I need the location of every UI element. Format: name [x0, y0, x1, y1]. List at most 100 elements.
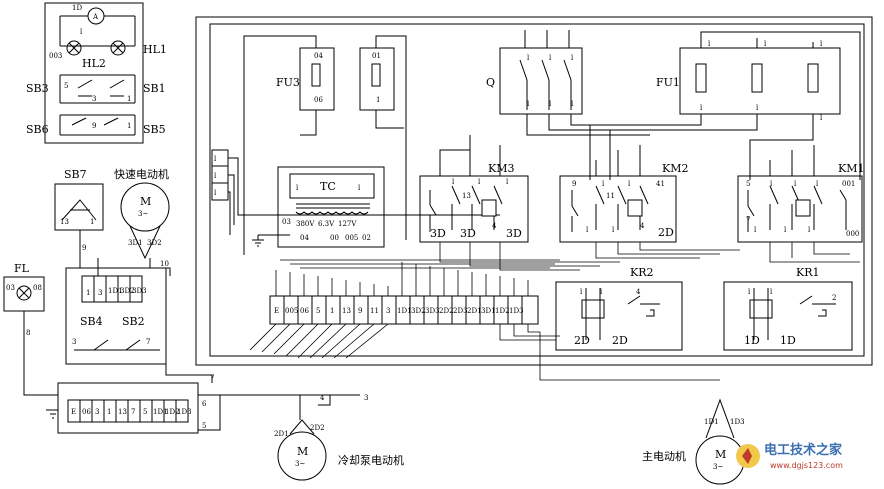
svg-text:1D1: 1D1: [704, 418, 719, 426]
svg-text:3: 3: [72, 338, 76, 346]
svg-text:04: 04: [300, 234, 309, 242]
svg-text:41: 41: [656, 180, 665, 188]
svg-text:2D: 2D: [612, 334, 628, 347]
svg-text:7: 7: [146, 338, 150, 346]
svg-text:l: l: [770, 288, 773, 296]
svg-text:E: E: [71, 408, 76, 416]
svg-text:2D2: 2D2: [439, 307, 454, 315]
watermark-brand: 电工技术之家: [764, 442, 843, 458]
q-label: Q: [486, 76, 495, 89]
svg-text:l: l: [527, 54, 530, 62]
km3-label: KM3: [488, 162, 514, 175]
sb3-label: SB3: [26, 82, 49, 95]
svg-text:l: l: [820, 114, 823, 122]
fast-motor-label: 快速电动机: [114, 167, 169, 181]
svg-text:1: 1: [127, 122, 131, 130]
main-motor-label: 主电动机: [642, 449, 686, 463]
svg-text:1: 1: [90, 218, 94, 226]
svg-text:2D1: 2D1: [274, 430, 289, 438]
pump-w3: 3: [364, 394, 368, 402]
svg-text:3D1: 3D1: [128, 239, 143, 247]
svg-text:005: 005: [285, 307, 298, 315]
svg-text:2D3: 2D3: [453, 307, 468, 315]
fu3-label: FU3: [276, 76, 300, 89]
svg-text:5: 5: [316, 307, 320, 315]
svg-text:380V: 380V: [296, 220, 315, 228]
svg-text:l: l: [612, 226, 615, 234]
svg-text:1D2: 1D2: [495, 307, 510, 315]
km2-label: KM2: [662, 162, 688, 175]
svg-text:00: 00: [330, 234, 339, 242]
svg-text:4: 4: [492, 222, 497, 230]
svg-text:1: 1: [107, 408, 111, 416]
fl-label: FL: [14, 262, 30, 275]
svg-text:2D1: 2D1: [467, 307, 482, 315]
fu3-w04: 04: [314, 52, 323, 60]
svg-text:3D: 3D: [460, 227, 476, 240]
fu3-w1: 1: [376, 96, 380, 104]
svg-text:l: l: [808, 226, 811, 234]
svg-text:l: l: [756, 104, 759, 112]
svg-text:13: 13: [462, 192, 471, 200]
fu3-fuse: FU3 04 06 01 1: [243, 35, 407, 255]
svg-text:1D1: 1D1: [108, 287, 123, 295]
sb1-label: SB1: [143, 82, 166, 95]
svg-text:7: 7: [131, 408, 135, 416]
svg-text:3D3: 3D3: [132, 287, 147, 295]
svg-text:005: 005: [345, 234, 358, 242]
svg-text:1D1: 1D1: [153, 408, 168, 416]
svg-text:1: 1: [86, 289, 90, 297]
sb6-label: SB6: [26, 123, 49, 136]
fu3-w06: 06: [314, 96, 323, 104]
svg-text:1D2: 1D2: [165, 408, 180, 416]
sb4-label: SB4: [80, 315, 103, 328]
sb2-label: SB2: [122, 315, 145, 328]
pump-w4: 4: [320, 394, 325, 402]
svg-text:l: l: [296, 184, 299, 192]
fu1-label: FU1: [656, 76, 680, 89]
fl-w8: 8: [26, 329, 30, 337]
pump-motor-label: 冷却泵电动机: [338, 453, 404, 467]
svg-text:3: 3: [386, 307, 390, 315]
pump-motor-phase: 3~: [295, 460, 305, 468]
svg-text:9: 9: [358, 307, 362, 315]
svg-text:13: 13: [342, 307, 351, 315]
hl2-label: HL2: [82, 57, 106, 70]
svg-text:3D3: 3D3: [425, 307, 440, 315]
svg-text:l: l: [770, 180, 773, 188]
svg-text:3: 3: [98, 289, 102, 297]
svg-text:3D2: 3D2: [147, 239, 162, 247]
svg-text:1D: 1D: [744, 334, 760, 347]
svg-text:l: l: [764, 40, 767, 48]
svg-text:1D: 1D: [72, 4, 82, 12]
svg-text:l: l: [549, 54, 552, 62]
svg-text:13: 13: [60, 218, 69, 226]
svg-text:l: l: [214, 155, 217, 163]
svg-text:l: l: [214, 189, 217, 197]
svg-text:06: 06: [82, 408, 91, 416]
svg-text:9: 9: [92, 122, 96, 130]
watermark-url: www.dgjs123.com: [770, 461, 843, 470]
svg-text:5: 5: [64, 82, 68, 90]
svg-text:03: 03: [282, 218, 291, 226]
svg-text:l: l: [506, 178, 509, 186]
svg-text:2: 2: [832, 294, 836, 302]
svg-text:1D3: 1D3: [730, 418, 745, 426]
kr2-label: KR2: [630, 266, 654, 279]
w5: 5: [202, 422, 206, 430]
svg-text:2D2: 2D2: [310, 424, 325, 432]
svg-text:l: l: [214, 172, 217, 180]
svg-text:3D: 3D: [506, 227, 522, 240]
ammeter-letter: A: [92, 13, 99, 21]
sb7-label: SB7: [64, 168, 87, 181]
fast-motor-phase: 3~: [138, 210, 148, 218]
